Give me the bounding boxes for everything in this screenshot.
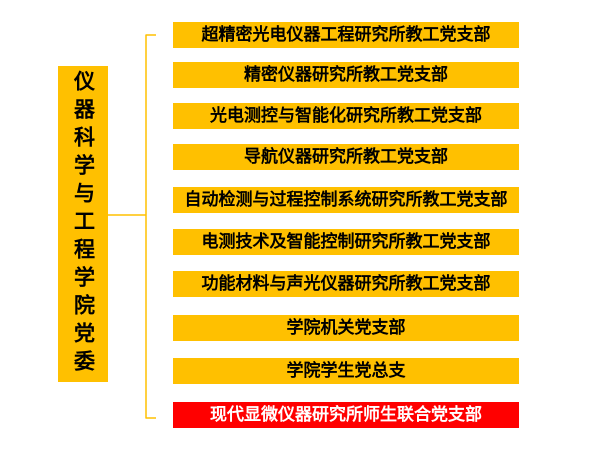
- branch-node-7: 功能材料与声光仪器研究所教工党支部: [173, 271, 519, 297]
- branch-node-8: 学院机关党支部: [173, 315, 519, 341]
- branch-node-3: 光电测控与智能化研究所教工党支部: [173, 103, 519, 129]
- branch-node-5: 自动检测与过程控制系统研究所教工党支部: [173, 187, 519, 213]
- root-node: 仪器科学与工程学院党委: [58, 66, 108, 382]
- branch-node-2: 精密仪器研究所教工党支部: [173, 62, 519, 88]
- branch-node-1: 超精密光电仪器工程研究所教工党支部: [173, 22, 519, 48]
- branch-node-4: 导航仪器研究所教工党支部: [173, 144, 519, 170]
- root-node-label: 仪器科学与工程学院党委: [71, 70, 96, 378]
- branch-node-10: 现代显微仪器研究所师生联合党支部: [173, 402, 519, 428]
- connector-bracket-line: [145, 34, 156, 419]
- branch-node-6: 电测技术及智能控制研究所教工党支部: [173, 229, 519, 255]
- branch-node-9: 学院学生党总支: [173, 358, 519, 384]
